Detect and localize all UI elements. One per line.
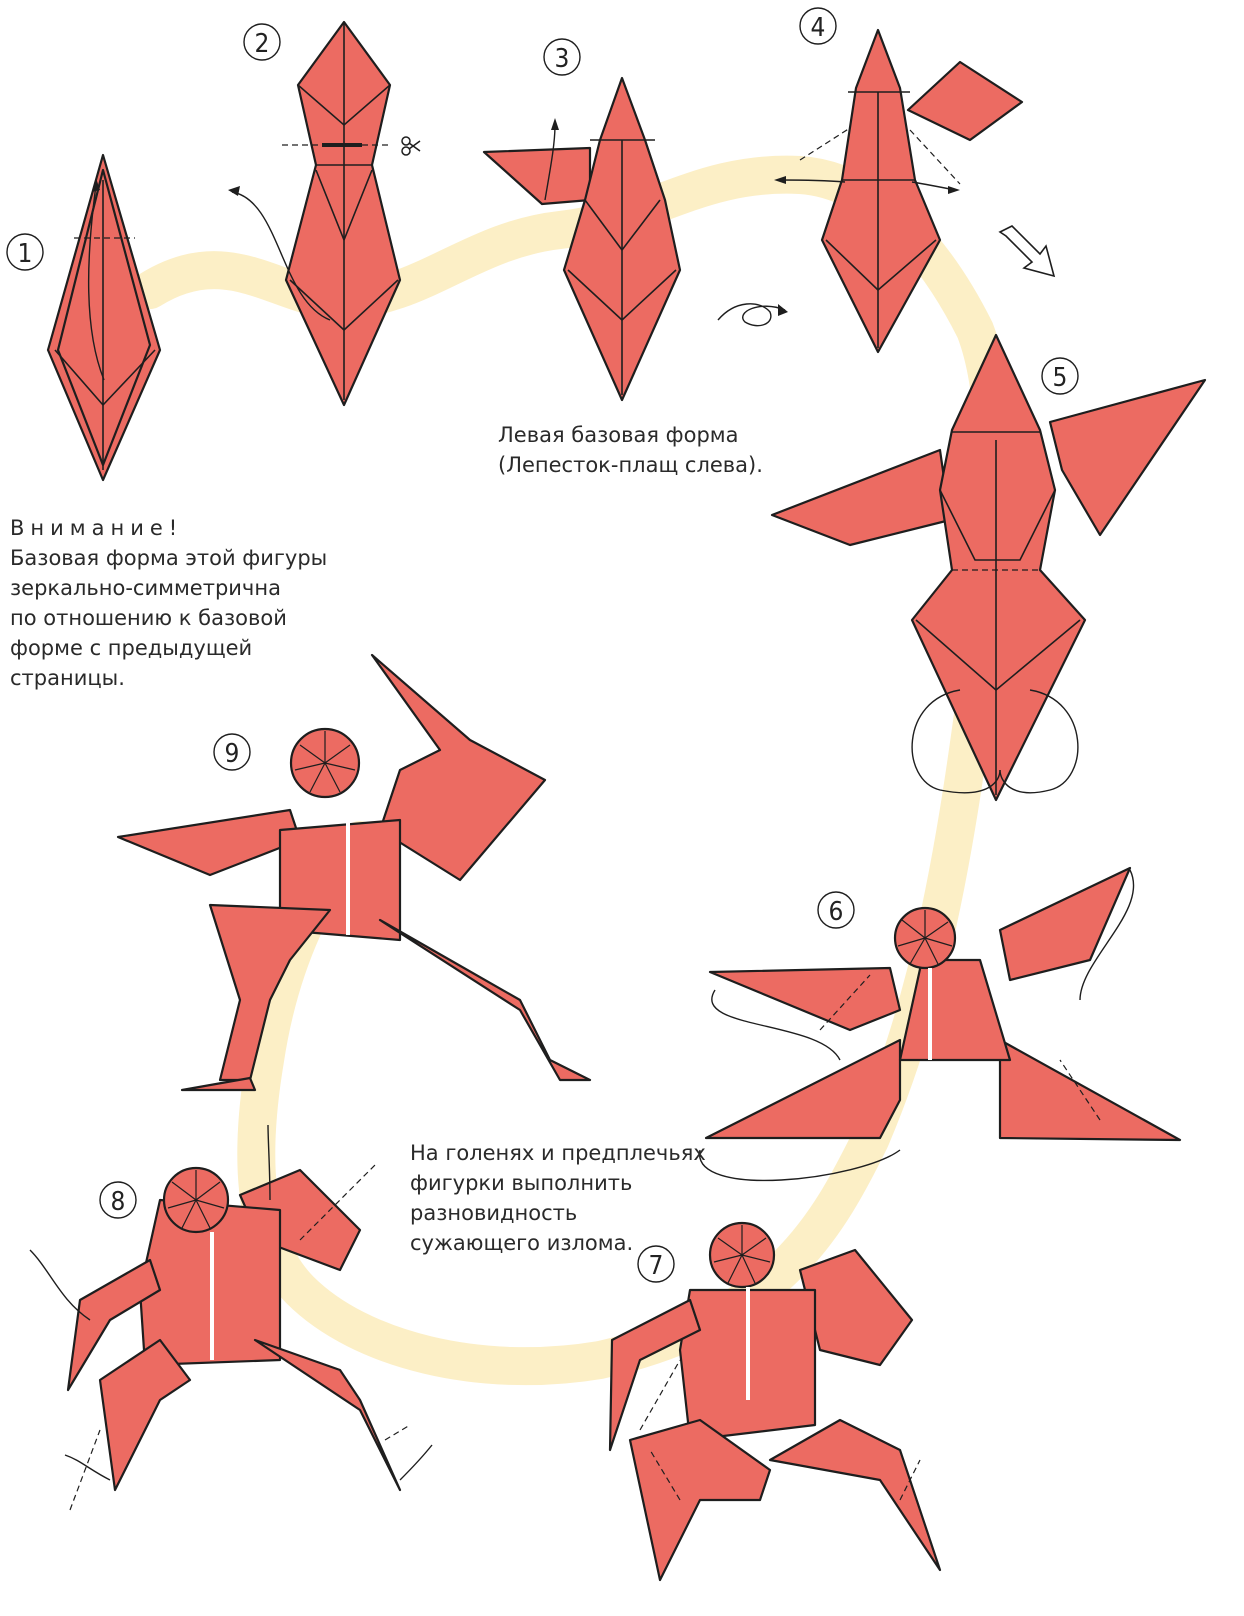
step-number-9: 9 <box>214 734 250 770</box>
attention-line-5: страницы. <box>10 663 327 693</box>
svg-text:2: 2 <box>255 29 270 59</box>
step-number-5: 5 <box>1042 358 1078 394</box>
base-form-line-1: Левая базовая форма <box>498 420 763 450</box>
svg-text:6: 6 <box>829 897 844 927</box>
narrowing-note: На голенях и предплечьях фигурки выполни… <box>410 1138 706 1258</box>
step-number-6: 6 <box>818 892 854 928</box>
attention-line-3: по отношению к базовой <box>10 603 327 633</box>
next-step-arrow-icon <box>1000 226 1054 276</box>
svg-text:1: 1 <box>18 239 33 269</box>
attention-note: Внимание! Базовая форма этой фигуры зерк… <box>10 513 327 693</box>
attention-line-1: Базовая форма этой фигуры <box>10 543 327 573</box>
base-form-note: Левая базовая форма (Лепесток-плащ слева… <box>498 420 763 480</box>
figure-step-6 <box>700 868 1180 1180</box>
narrowing-line-1: На голенях и предплечьях <box>410 1138 706 1168</box>
attention-heading: Внимание! <box>10 513 327 543</box>
step-number-3: 3 <box>544 39 580 75</box>
narrowing-line-4: сужающего излома. <box>410 1228 706 1258</box>
attention-line-4: форме с предыдущей <box>10 633 327 663</box>
narrowing-line-2: фигурки выполнить <box>410 1168 706 1198</box>
step-number-4: 4 <box>800 8 836 44</box>
svg-text:3: 3 <box>555 44 570 74</box>
turn-over-icon <box>718 304 788 326</box>
svg-text:4: 4 <box>811 13 826 43</box>
svg-text:9: 9 <box>225 739 240 769</box>
figure-step-2 <box>228 22 400 405</box>
step-number-8: 8 <box>100 1182 136 1218</box>
scissors-icon <box>402 137 420 155</box>
step-number-2: 2 <box>244 24 280 60</box>
narrowing-line-3: разновидность <box>410 1198 706 1228</box>
base-form-line-2: (Лепесток-плащ слева). <box>498 450 763 480</box>
figure-step-5 <box>772 335 1205 800</box>
step-number-1: 1 <box>7 234 43 270</box>
svg-text:5: 5 <box>1053 363 1068 393</box>
figure-step-9 <box>118 655 590 1090</box>
attention-line-2: зеркально-симметрична <box>10 573 327 603</box>
svg-text:8: 8 <box>111 1187 126 1217</box>
figure-step-1 <box>48 155 160 480</box>
